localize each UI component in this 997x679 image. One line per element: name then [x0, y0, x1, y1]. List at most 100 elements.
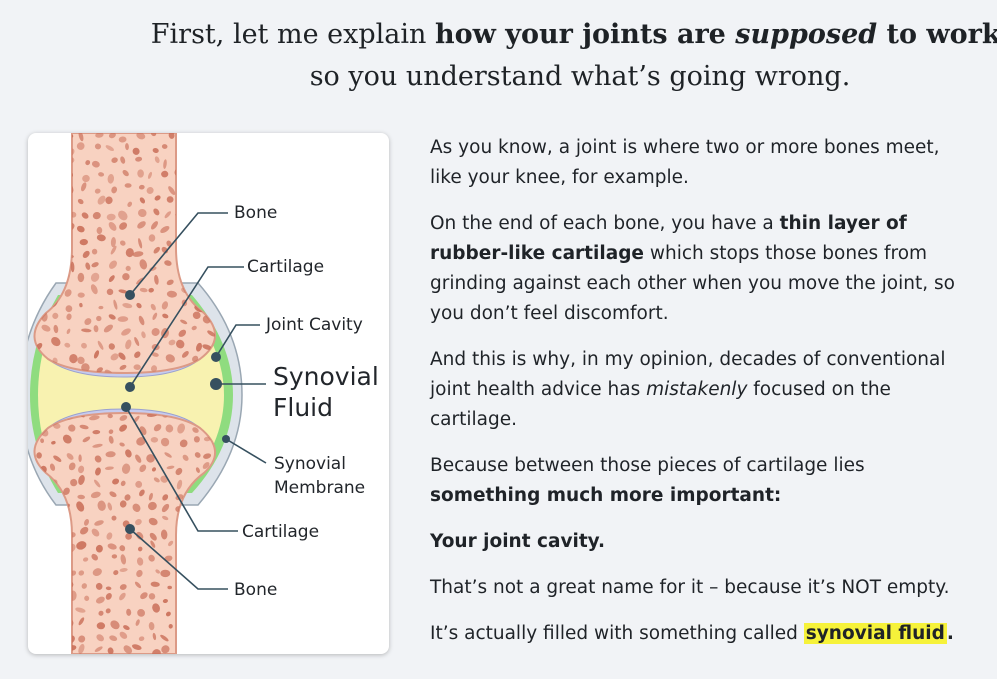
bone-pore: [28, 209, 31, 215]
bone-pore: [164, 260, 172, 266]
bone-pore: [55, 252, 62, 259]
bone-pore: [51, 440, 56, 445]
bone-pore: [138, 184, 145, 190]
bone-pore: [82, 174, 90, 183]
bone-pore: [224, 607, 230, 614]
bone-pore: [208, 515, 215, 522]
bone-pore: [150, 221, 159, 230]
headline-text-1: First, let me explain: [150, 19, 435, 50]
bone-pore: [168, 540, 174, 547]
bone-pore: [120, 156, 126, 164]
bone-pore: [49, 169, 57, 180]
bone-pore: [37, 149, 46, 156]
bone-pore: [223, 544, 233, 551]
bone-pore: [119, 592, 126, 601]
bone-pore: [178, 329, 187, 337]
bone-pore: [166, 196, 174, 203]
bone-pore: [203, 593, 212, 603]
bone-pore: [82, 557, 89, 562]
bone-pore: [28, 567, 36, 579]
bone-pore: [92, 429, 101, 435]
bone-pore: [117, 316, 129, 322]
bone-pore: [96, 315, 102, 322]
bone-pore: [150, 540, 156, 548]
bone-pore: [36, 288, 42, 295]
bone-pore: [105, 196, 113, 205]
p2-text-c: which stops those bones from grinding ag…: [430, 243, 955, 324]
bone-pore: [69, 354, 78, 364]
paragraph-5: Your joint cavity.: [430, 527, 970, 557]
bone-pore: [161, 503, 170, 513]
bone-pore: [125, 449, 132, 458]
bone-pore: [148, 622, 155, 631]
bone-pore: [85, 160, 91, 166]
p5-bold: Your joint cavity.: [430, 531, 606, 552]
bone-pore: [168, 624, 173, 629]
bone-pore: [202, 462, 210, 469]
bone-pore: [28, 544, 33, 555]
p3-text-c: focused on the cartilage.: [430, 379, 891, 430]
bone-pore: [136, 302, 142, 309]
bone-pore: [81, 583, 87, 589]
bone-pore: [51, 235, 57, 242]
bone-pore: [150, 133, 157, 137]
bone-pore: [126, 608, 132, 616]
bone-pore: [78, 643, 85, 654]
bone-pore: [179, 439, 188, 448]
bone-pore: [179, 622, 184, 629]
bone-pore: [150, 365, 158, 372]
bone-pore: [28, 221, 33, 232]
bone-pore: [111, 515, 117, 521]
bone-pore: [207, 197, 213, 205]
bone-pore: [28, 236, 31, 246]
p2-bold: thin layer of rubber-like cartilage: [430, 213, 907, 264]
bone-pore: [168, 339, 176, 346]
bone-pore: [122, 170, 129, 177]
bone-pore: [181, 556, 188, 561]
bone-pore: [43, 219, 48, 230]
bone-pore: [53, 324, 59, 334]
bone-pore: [138, 636, 145, 642]
label-joint-cavity: Joint Cavity: [265, 315, 363, 335]
bone-pore: [182, 185, 189, 195]
bone-pore: [204, 605, 211, 611]
bone-pore: [92, 568, 102, 577]
bone-pore: [203, 453, 212, 459]
bone-pore: [161, 645, 170, 654]
bone-pore: [168, 133, 175, 139]
bone-pore: [222, 274, 233, 285]
bone-pore: [220, 235, 227, 242]
bone-pore: [192, 427, 199, 433]
bone-pore: [148, 517, 158, 526]
bone-pore: [191, 533, 202, 540]
bone-pore: [151, 467, 157, 472]
bone-pore: [148, 554, 155, 562]
bone-pore: [52, 357, 58, 364]
bone-pore: [139, 259, 148, 270]
p3-text-a: And this is why, in my opinion, decades …: [430, 349, 946, 400]
bone-pore: [63, 487, 70, 495]
bone-pore: [37, 274, 49, 281]
bone-pore: [119, 545, 126, 552]
bone-pore: [136, 133, 146, 140]
paragraph-4: Because between those pieces of cartilag…: [430, 451, 970, 511]
bone-pore: [152, 147, 159, 154]
bone-pore: [207, 541, 214, 549]
bone-pore: [93, 325, 99, 333]
bone-pore: [55, 214, 62, 222]
bone-pore: [66, 557, 71, 565]
bone-pore: [78, 454, 82, 462]
headline-text-2: , so you understand what’s going wrong.: [309, 61, 851, 92]
bone-pore: [182, 517, 188, 524]
bone-pore: [209, 554, 216, 561]
bone-pore: [107, 502, 113, 511]
bone-pore: [136, 531, 144, 540]
bone-pore: [217, 264, 227, 273]
bone-pore: [107, 413, 113, 419]
bone-pore: [179, 261, 186, 266]
bone-pore: [151, 328, 160, 336]
bone-pore: [177, 423, 186, 434]
bone-pore: [91, 553, 98, 561]
bone-pore: [182, 454, 189, 461]
bone-pore: [52, 312, 59, 319]
